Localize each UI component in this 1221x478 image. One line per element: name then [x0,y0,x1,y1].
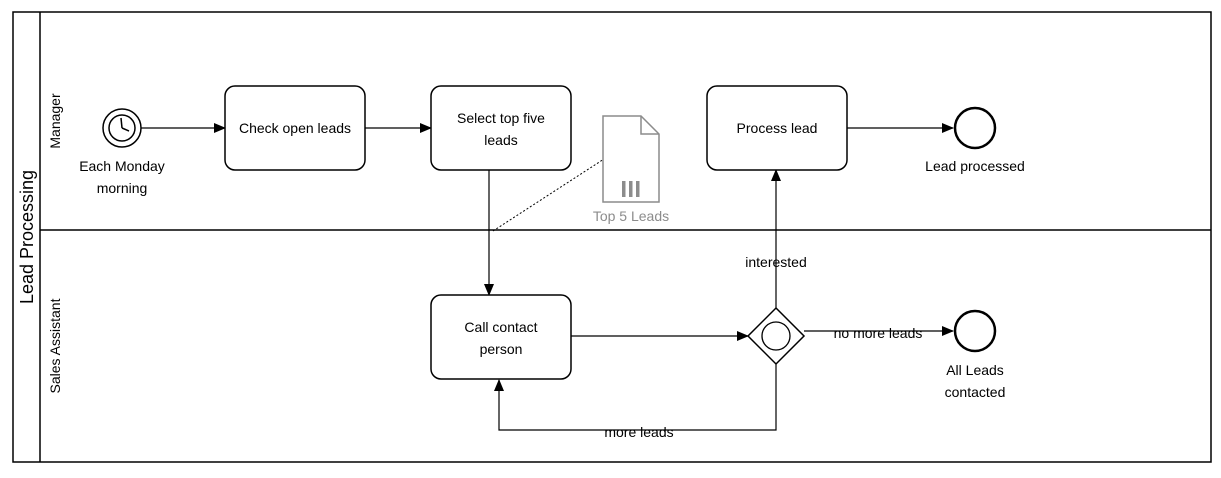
lane-manager[interactable]: Manager [40,93,1211,231]
flow-label-more-leads: more leads [604,424,673,440]
timer-start-event[interactable]: Each Monday morning [79,108,165,196]
clock-icon [108,114,136,142]
event-based-gateway[interactable] [746,306,806,366]
pool-label: Lead Processing [17,170,37,304]
start-event-label-line-2: morning [97,180,148,196]
end-event-label-line-2: contacted [945,384,1006,400]
flow-label-interested: interested [745,254,806,270]
end-event-all-leads-contacted[interactable]: All Leads contacted [945,309,1006,400]
flow-label-no-more-leads: no more leads [834,325,923,341]
task-select-top-five-leads[interactable]: Select top five leads [430,85,572,171]
sequence-flows [140,123,954,431]
lane-label-manager: Manager [47,93,63,149]
task-label-line-2: person [480,341,523,357]
end-event-lead-processed[interactable]: Lead processed [925,106,1025,174]
start-event-label-line-1: Each Monday [79,158,165,174]
lane-sales-assistant[interactable]: Sales Assistant [47,298,63,393]
task-label-line-1: Select top five [457,110,545,126]
data-object-top-5-leads[interactable]: Top 5 Leads [593,115,669,224]
task-label-line-1: Call contact [464,319,537,335]
task-check-open-leads[interactable]: Check open leads [224,85,366,171]
collection-marker-icon [622,181,640,197]
end-event-label: Lead processed [925,158,1025,174]
task-label-line-2: leads [484,132,517,148]
task-label: Check open leads [239,120,351,136]
data-object-label: Top 5 Leads [593,208,669,224]
flow-gateway-to-call-loop[interactable] [494,364,777,431]
circle-icon [761,321,791,351]
pool-lead-processing[interactable]: Lead Processing [12,11,1212,463]
end-event-label-line-1: All Leads [946,362,1004,378]
lane-label-sales-assistant: Sales Assistant [47,298,63,393]
task-call-contact-person[interactable]: Call contact person [430,294,572,380]
task-process-lead[interactable]: Process lead [706,85,848,171]
task-label: Process lead [737,120,818,136]
